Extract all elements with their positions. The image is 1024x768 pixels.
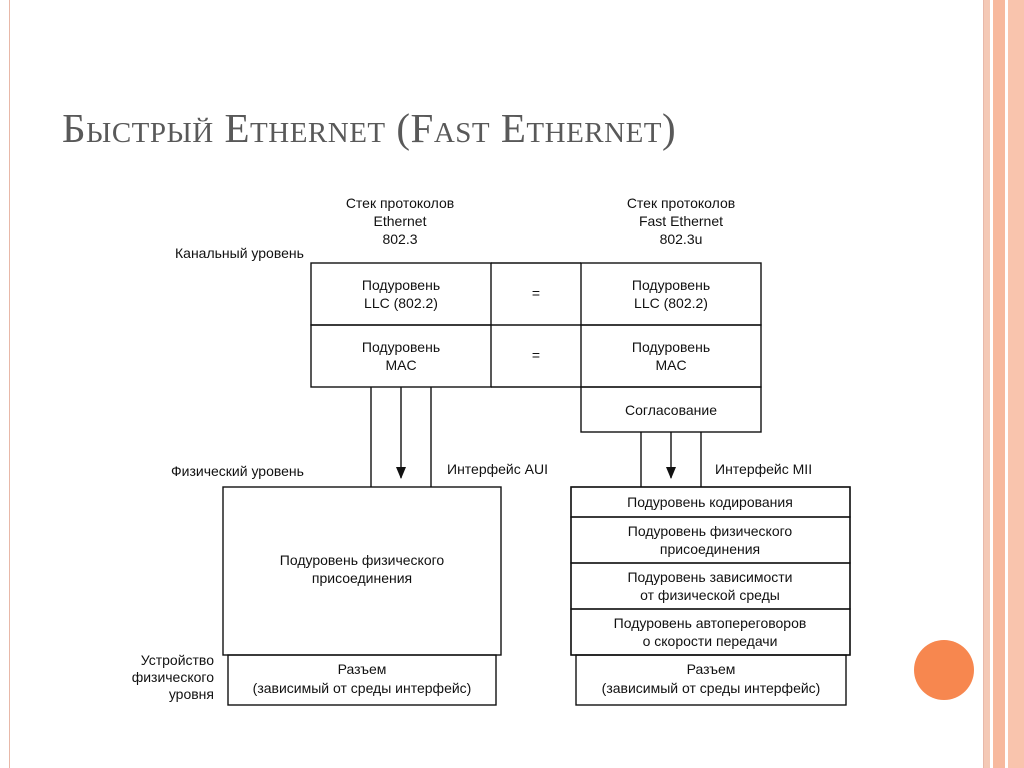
ethernet-stack-line1: Стек протоколов [346, 195, 454, 211]
fast-stack-line3: 802.3u [660, 231, 703, 247]
connector-box-ethernet [227, 654, 497, 706]
fast-pma-line1: Подуровень физического [628, 523, 793, 539]
pma-eth-line2: присоединения [312, 570, 412, 586]
coding-label: Подуровень кодирования [627, 494, 793, 510]
slide-title: Быстрый Ethernet (Fast Ethernet) [62, 105, 677, 151]
device-line3: уровня [169, 686, 214, 702]
mac-eth-line2: MAC [385, 357, 416, 373]
decor-stripe [993, 0, 1005, 768]
pmd-line2: от физической среды [640, 587, 780, 603]
mac-fast-line1: Подуровень [632, 339, 710, 355]
fast-stack-line2: Fast Ethernet [639, 213, 723, 229]
decor-stripe [984, 0, 990, 768]
ethernet-stack-line2: Ethernet [374, 213, 427, 229]
decor-stripe [990, 0, 993, 768]
aui-label: Интерфейс AUI [447, 461, 548, 477]
connector-eth-line1: Разъем [338, 661, 387, 677]
equals-mac: = [532, 347, 540, 363]
reconciliation-label: Согласование [625, 402, 717, 418]
connector-box-fast [575, 654, 847, 706]
mac-box-ethernet [310, 324, 492, 388]
link-level-label: Канальный уровень [175, 245, 304, 261]
connector-eth-line2: (зависимый от среды интерфейс) [253, 680, 472, 696]
llc-box-ethernet [310, 262, 492, 326]
decor-stripe [1008, 0, 1024, 768]
decor-stripe [1005, 0, 1008, 768]
llc-fast-line1: Подуровень [632, 277, 710, 293]
pmd-line1: Подуровень зависимости [627, 569, 792, 585]
slide-frame [9, 0, 984, 768]
physical-level-label: Физический уровень [171, 463, 304, 479]
device-line2: физического [132, 669, 215, 685]
pma-eth-line1: Подуровень физического [280, 552, 445, 568]
llc-eth-line2: LLC (802.2) [364, 295, 438, 311]
equals-llc: = [532, 285, 540, 301]
autoneg-line2: о скорости передачи [643, 633, 778, 649]
connector-fast-line2: (зависимый от среды интерфейс) [602, 680, 821, 696]
decor-circle [914, 640, 974, 700]
mii-label: Интерфейс MII [715, 461, 812, 477]
mac-box-fast [580, 324, 762, 388]
fast-pma-line2: присоединения [660, 541, 760, 557]
llc-fast-line2: LLC (802.2) [634, 295, 708, 311]
llc-eth-line1: Подуровень [362, 277, 440, 293]
connector-fast-line1: Разъем [687, 661, 736, 677]
device-line1: Устройство [141, 652, 214, 668]
mac-eth-line1: Подуровень [362, 339, 440, 355]
autoneg-line1: Подуровень автопереговоров [614, 615, 807, 631]
fast-stack-line1: Стек протоколов [627, 195, 735, 211]
mac-fast-line2: MAC [655, 357, 686, 373]
llc-box-fast [580, 262, 762, 326]
ethernet-stack-line3: 802.3 [382, 231, 417, 247]
